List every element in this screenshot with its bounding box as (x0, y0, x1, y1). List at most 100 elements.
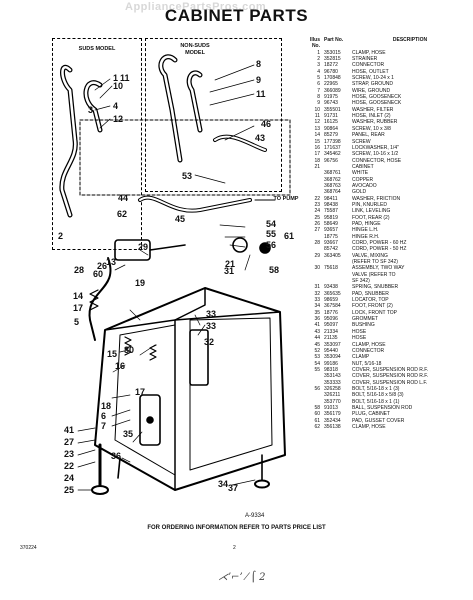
part-no-cell: 171637 (324, 144, 341, 151)
description-cell: COPPER (352, 176, 374, 183)
description-cell: CABINET (352, 163, 374, 170)
illus-no-cell: 56 (314, 385, 320, 392)
illus-no-cell: 24 (314, 208, 320, 215)
part-no-cell: 22965 (324, 81, 338, 88)
part-no-cell: 326258 (324, 385, 341, 392)
callout-17: 17 (73, 303, 84, 313)
callout-8: 8 (256, 59, 262, 69)
illus-no-cell: 14 (314, 132, 320, 139)
part-no-cell: 98659 (324, 297, 338, 304)
callout-41: 41 (64, 425, 75, 435)
part-no-cell: 352434 (324, 417, 341, 424)
callout-62: 62 (117, 209, 128, 219)
description-cell: WASHER, FRICTION (352, 195, 401, 202)
part-no-cell: 16125 (324, 119, 338, 126)
part-no-cell: 93438 (324, 284, 338, 291)
figure-id: A-9334 (245, 513, 265, 519)
description-cell: STRAINER (352, 56, 378, 63)
callout-21: 21 (225, 259, 236, 269)
part-no-cell: 353143 (324, 373, 341, 380)
callout-61: 61 (284, 231, 295, 241)
callout-58: 58 (269, 265, 280, 275)
part-no-cell: 21334 (324, 328, 338, 335)
table-row: (REFER TO SF 342) (306, 259, 468, 265)
illus-no-cell: 53 (314, 354, 320, 361)
callout-43: 43 (255, 133, 266, 143)
ordering-footer: FOR ORDERING INFORMATION REFER TO PARTS … (147, 525, 326, 531)
illus-no-cell: 45 (314, 341, 320, 348)
part-no-cell: 365635 (324, 290, 341, 297)
table-row: 368762 COPPER (306, 177, 468, 183)
illus-no-cell: 32 (314, 290, 320, 297)
part-no-cell: 170848 (324, 75, 341, 82)
callout-30: 30 (124, 345, 135, 355)
part-no-cell: 99186 (324, 360, 338, 367)
part-no-cell: 93667 (324, 240, 338, 246)
part-no-cell: 366089 (324, 87, 341, 94)
illus-no-cell: 11 (314, 113, 320, 120)
callout-33b: 33 (206, 321, 217, 331)
part-no-cell: 18775 (324, 233, 338, 240)
description-cell: CLAMP (352, 354, 370, 361)
part-no-cell: 98411 (324, 195, 338, 202)
callout-24: 24 (64, 473, 75, 483)
description-cell: WASHER, RUBBER (352, 119, 398, 126)
handwritten-note: ⋌’⌐’ ⁄ ⌠ 2 (218, 572, 266, 583)
part-no-cell: 95819 (324, 214, 338, 221)
callout-33: 33 (206, 309, 217, 319)
illus-no-cell: 23 (314, 201, 320, 208)
illus-no-cell: 26 (314, 220, 320, 227)
description-cell: HOSE (352, 328, 367, 335)
part-no-cell: 18776 (324, 309, 338, 316)
nonsuds-model-label-2: MODEL (185, 50, 205, 56)
illus-no-cell: 54 (314, 360, 320, 367)
form-number: 370224 (20, 545, 37, 551)
part-no-cell: 363405 (324, 252, 341, 259)
description-cell: FOOT, FRONT (2) (352, 303, 393, 310)
description-cell: COVER, SUSPENSION ROD R.F. (352, 373, 429, 380)
description-cell: HOSE, GOOSENECK (352, 100, 402, 107)
description-cell: WHITE (352, 170, 369, 177)
callout-11b: 11 (256, 89, 266, 99)
illus-no-cell: 21 (314, 163, 320, 170)
callout-37: 37 (228, 483, 239, 493)
part-no-cell: 326211 (324, 392, 341, 399)
part-no-cell: 367584 (324, 303, 341, 310)
part-no-cell: 368762 (324, 176, 341, 183)
callout-17b: 17 (135, 387, 146, 397)
part-no-cell: 96780 (324, 68, 338, 75)
part-no-cell: 75618 (324, 265, 338, 272)
illus-no-cell: 4 (317, 68, 320, 75)
illus-no-cell: 2 (317, 56, 320, 63)
illus-no-cell: 16 (314, 144, 320, 151)
illus-no-cell: 10 (314, 106, 320, 113)
description-cell: HINGE R.H. (352, 233, 380, 240)
part-no-cell: 356179 (324, 411, 341, 418)
illus-no-cell: 12 (314, 119, 320, 126)
table-row: 6 22965 STRAP, GROUND (306, 81, 468, 87)
illus-no-cell: 6 (317, 81, 320, 88)
description-cell: CLAMP, HOSE (352, 341, 386, 348)
part-no-cell: 345462 (324, 151, 341, 158)
table-row: 12 16125 WASHER, RUBBER (306, 119, 468, 125)
callout-6: 6 (101, 411, 107, 421)
part-no-cell: 98438 (324, 201, 338, 208)
description-cell: STRAP, GROUND (352, 81, 394, 88)
